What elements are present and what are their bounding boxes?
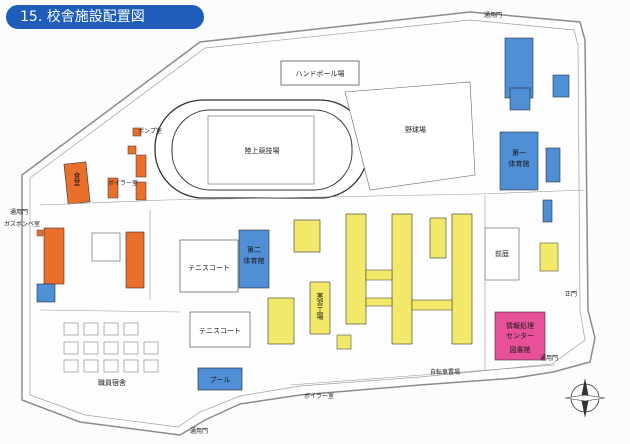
- housing-blocks: [63, 322, 159, 373]
- building-lt-5: [127, 145, 137, 155]
- front-garden-label: 前庭: [495, 249, 509, 258]
- baseball-field: [344, 81, 476, 191]
- building-left-blue: [36, 283, 56, 303]
- library-label-3: 図書館: [510, 345, 531, 354]
- building-yellow-right: [539, 242, 559, 272]
- roads: [39, 189, 586, 386]
- gym2: [238, 229, 270, 289]
- gym1-label-2: 体育館: [509, 159, 530, 168]
- track-label: 陸上競技場: [245, 146, 280, 155]
- tennis-court-2: [189, 311, 251, 348]
- library-label-1: 情報処理: [506, 321, 534, 330]
- handball-field: [280, 60, 360, 86]
- jisshu-label: 実習工場: [316, 291, 324, 321]
- building-rt-4: [545, 147, 561, 183]
- gym1: [499, 131, 539, 191]
- tennis-court-1-label: テニスコート: [188, 264, 230, 272]
- building-yellow-h3: [429, 217, 447, 259]
- map-title: 15. 校舎施設配置図: [6, 5, 204, 29]
- staff-housing-label: 職員宿舎: [98, 378, 126, 387]
- building-yellow-conn-3: [365, 297, 393, 307]
- building-lt-4: [132, 127, 142, 137]
- front-garden: [484, 227, 520, 281]
- gate-br-label: 通用門: [540, 354, 558, 362]
- building-yellow-conn-2: [411, 299, 453, 311]
- building-yellow-jisshu: [309, 281, 331, 335]
- gas-label: ガスボンベ室: [4, 220, 40, 228]
- building-lt-2: [135, 154, 147, 178]
- building-lt-3: [135, 181, 147, 201]
- track-field: [207, 115, 315, 185]
- baseball-label: 野球場: [405, 125, 426, 134]
- gate-bot-label: 通用門: [190, 427, 208, 435]
- building-left-a: [43, 227, 65, 285]
- building-c: [125, 231, 145, 289]
- building-yellow-b: [267, 297, 295, 345]
- building-yellow-h4: [451, 213, 473, 345]
- gate-tr-label: 通用門: [484, 11, 502, 19]
- building-lm: [91, 232, 121, 262]
- gate-main-label: 正門: [565, 291, 577, 298]
- building-yellow-conn-1: [365, 269, 393, 281]
- boiler1-label: ボイラー室: [108, 179, 138, 187]
- library-label-2: センター: [506, 331, 534, 340]
- building-yellow-a: [293, 219, 321, 253]
- building-yellow-h1: [345, 213, 367, 325]
- pump-label: ポンプ室: [138, 127, 162, 135]
- gym2-label-1: 第二: [247, 245, 261, 254]
- gate-l-label: 通用門: [10, 208, 28, 216]
- gym2-label-2: 体育館: [244, 256, 265, 265]
- building-yellow-c: [336, 334, 352, 350]
- dining-hall: [63, 161, 91, 205]
- library-center: [494, 311, 546, 361]
- bike-label: 自転車置場: [430, 368, 460, 376]
- handball-label: ハンドボール場: [296, 69, 345, 78]
- building-rt-5: [542, 199, 553, 223]
- pool: [197, 367, 243, 391]
- tennis-court-1: [179, 239, 239, 293]
- building-yellow-h2: [391, 213, 413, 345]
- tennis-court-2-label: テニスコート: [199, 327, 241, 335]
- building-rt-3: [552, 74, 570, 98]
- gym1-label-1: 第一: [512, 148, 526, 157]
- gas-room: [36, 229, 44, 237]
- boiler2-label: ボイラー室: [304, 392, 334, 400]
- dining-label: 食堂: [73, 171, 81, 186]
- building-lt-1: [107, 177, 119, 199]
- compass-icon: [564, 378, 606, 418]
- building-rt-2: [509, 87, 531, 111]
- pool-label: プール: [210, 376, 231, 384]
